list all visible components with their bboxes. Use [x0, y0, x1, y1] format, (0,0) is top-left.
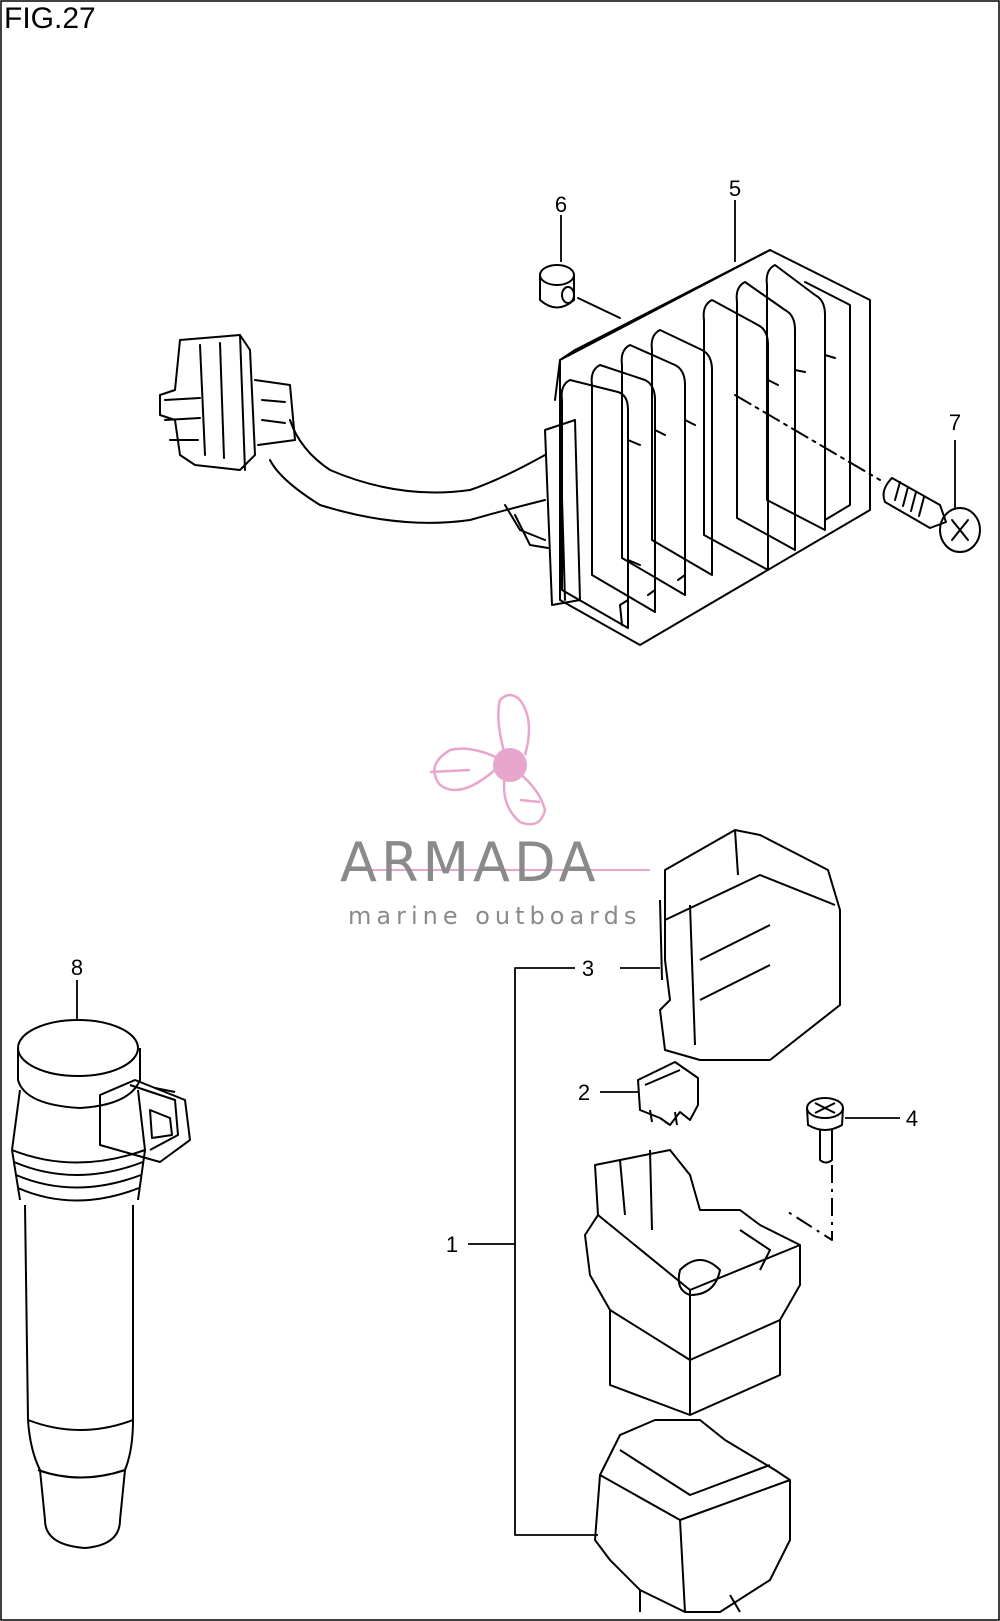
callout-8: 8 [71, 955, 83, 980]
callout-leaders [76, 200, 956, 1119]
callout-6: 6 [555, 192, 567, 217]
callout-7: 7 [949, 410, 961, 435]
armada-propeller-logo [350, 693, 650, 871]
starter-relay-assembly-part-1 [468, 829, 844, 1613]
rectifier-regulator-part-5 [159, 249, 981, 646]
ignition-coil-part-8 [11, 1019, 191, 1549]
watermark-tagline: marine outboards [348, 902, 642, 930]
callout-2: 2 [578, 1080, 590, 1105]
figure-title: FIG.27 [4, 2, 96, 35]
watermark-brand: ARMADA [340, 831, 600, 894]
callout-5: 5 [729, 176, 741, 201]
callout-3: 3 [582, 956, 594, 981]
callout-1: 1 [446, 1232, 458, 1257]
callout-4: 4 [906, 1106, 918, 1131]
